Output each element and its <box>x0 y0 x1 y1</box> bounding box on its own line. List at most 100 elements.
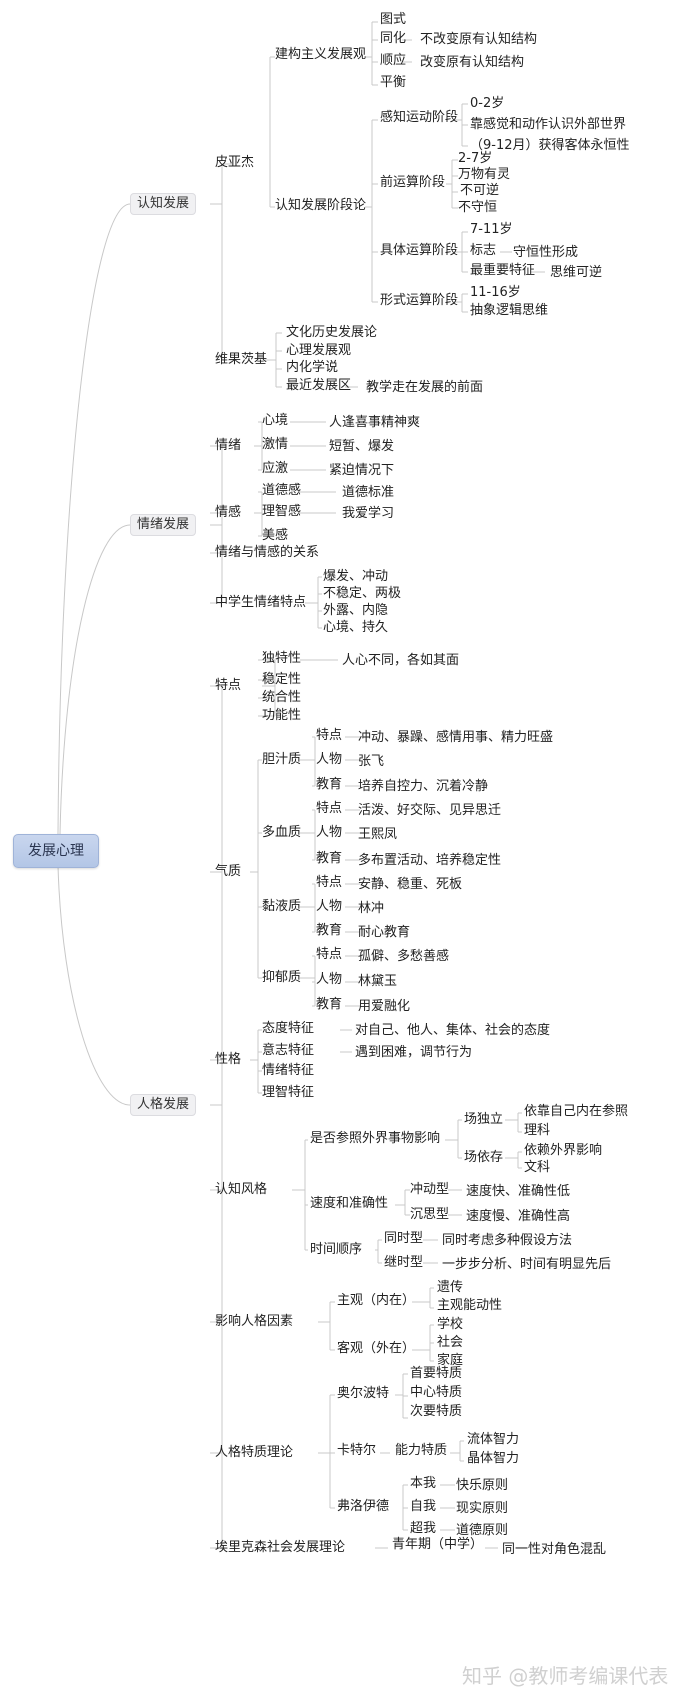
node-unstable[interactable]: 不稳定、两极 <box>323 586 402 601</box>
branch-emotional-development[interactable]: 情绪发展 <box>130 514 197 536</box>
node-melancholic[interactable]: 抑郁质 <box>262 970 302 985</box>
node-melancholic-trait-label[interactable]: 特点 <box>316 947 343 962</box>
node-melancholic-trait[interactable]: 孤僻、多愁善感 <box>358 949 450 964</box>
node-secondary-trait[interactable]: 次要特质 <box>410 1404 463 1419</box>
node-phlegmatic-edu-label[interactable]: 教育 <box>316 923 343 938</box>
node-fluid-intelligence[interactable]: 流体智力 <box>467 1432 520 1447</box>
node-stability[interactable]: 稳定性 <box>262 672 302 687</box>
node-accommodation-note[interactable]: 改变原有认知结构 <box>420 55 525 70</box>
node-mood-lasting[interactable]: 心境、持久 <box>323 620 389 635</box>
node-non-conservation[interactable]: 不守恒 <box>458 200 498 215</box>
node-zpd-note[interactable]: 教学走在发展的前面 <box>366 380 484 395</box>
node-choleric-figure-label[interactable]: 人物 <box>316 752 343 767</box>
node-reflective-note[interactable]: 速度慢、准确性高 <box>466 1209 571 1224</box>
node-choleric-trait-label[interactable]: 特点 <box>316 728 343 743</box>
node-sanguine-figure-label[interactable]: 人物 <box>316 825 343 840</box>
node-field-reference[interactable]: 是否参照外界事物影响 <box>310 1131 441 1146</box>
node-speed-accuracy[interactable]: 速度和准确性 <box>310 1196 389 1211</box>
node-piaget[interactable]: 皮亚杰 <box>215 155 255 170</box>
node-passion[interactable]: 激情 <box>262 437 289 452</box>
node-id[interactable]: 本我 <box>410 1476 437 1491</box>
node-phlegmatic-edu[interactable]: 耐心教育 <box>358 925 411 940</box>
node-melancholic-figure[interactable]: 林黛玉 <box>358 974 398 989</box>
node-ego[interactable]: 自我 <box>410 1499 437 1514</box>
node-successive[interactable]: 继时型 <box>384 1255 424 1270</box>
node-preoperational[interactable]: 前运算阶段 <box>380 175 446 190</box>
node-accommodation[interactable]: 顺应 <box>380 53 407 68</box>
node-successive-note[interactable]: 一步步分析、时间有明显先后 <box>442 1257 612 1272</box>
node-preop-age[interactable]: 2-7岁 <box>458 151 493 166</box>
node-irreversible[interactable]: 不可逆 <box>460 183 500 198</box>
node-moral-feeling[interactable]: 道德感 <box>262 483 302 498</box>
node-field-dependent[interactable]: 场依存 <box>464 1150 504 1165</box>
node-reversible-thinking[interactable]: 思维可逆 <box>550 265 603 280</box>
node-phlegmatic-trait[interactable]: 安静、稳重、死板 <box>358 877 463 892</box>
node-adolescence[interactable]: 青年期（中学） <box>392 1537 484 1552</box>
node-zpd[interactable]: 最近发展区 <box>286 378 352 393</box>
node-sensorimotor-senses[interactable]: 靠感觉和动作认识外部世界 <box>470 117 627 132</box>
node-cattell[interactable]: 卡特尔 <box>337 1443 377 1458</box>
node-subjective[interactable]: 主观（内在） <box>337 1293 416 1308</box>
node-functionality[interactable]: 功能性 <box>262 708 302 723</box>
node-impulsive[interactable]: 冲动型 <box>410 1182 450 1197</box>
node-integration[interactable]: 统合性 <box>262 690 302 705</box>
node-vygotsky[interactable]: 维果茨基 <box>215 352 268 367</box>
node-melancholic-figure-label[interactable]: 人物 <box>316 972 343 987</box>
node-allport[interactable]: 奥尔波特 <box>337 1386 390 1401</box>
node-identity-crisis[interactable]: 同一性对角色混乱 <box>502 1542 607 1557</box>
node-field-independent[interactable]: 场独立 <box>464 1112 504 1127</box>
node-ability-trait[interactable]: 能力特质 <box>395 1443 448 1458</box>
node-initiative[interactable]: 主观能动性 <box>437 1298 503 1313</box>
node-sanguine-trait[interactable]: 活泼、好交际、见异思迁 <box>358 803 502 818</box>
node-cardinal-trait[interactable]: 首要特质 <box>410 1366 463 1381</box>
node-internal-reference[interactable]: 依靠自己内在参照 <box>524 1104 629 1119</box>
node-explosive[interactable]: 爆发、冲动 <box>323 569 389 584</box>
node-concrete-age[interactable]: 7-11岁 <box>470 222 513 237</box>
node-freud[interactable]: 弗洛伊德 <box>337 1499 390 1514</box>
branch-cognitive-development[interactable]: 认知发展 <box>130 193 197 215</box>
node-middle-school-emotion[interactable]: 中学生情绪特点 <box>215 595 307 610</box>
node-simultaneous[interactable]: 同时型 <box>384 1231 424 1246</box>
node-choleric-edu-label[interactable]: 教育 <box>316 777 343 792</box>
node-passion-note[interactable]: 短暂、爆发 <box>329 439 395 454</box>
node-assimilation-note[interactable]: 不改变原有认知结构 <box>420 32 538 47</box>
node-conservation-formed[interactable]: 守恒性形成 <box>513 245 579 260</box>
node-phlegmatic-trait-label[interactable]: 特点 <box>316 875 343 890</box>
node-superego[interactable]: 超我 <box>410 1521 437 1536</box>
node-choleric[interactable]: 胆汁质 <box>262 752 302 767</box>
node-emotion-feeling-relation[interactable]: 情绪与情感的关系 <box>215 545 320 560</box>
branch-personality-development[interactable]: 人格发展 <box>130 1094 197 1116</box>
node-choleric-trait[interactable]: 冲动、暴躁、感情用事、精力旺盛 <box>358 730 554 745</box>
node-personality-factors[interactable]: 影响人格因素 <box>215 1314 294 1329</box>
node-concrete-key[interactable]: 最重要特征 <box>470 263 536 278</box>
node-mood-note[interactable]: 人逢喜事精神爽 <box>329 415 421 430</box>
node-aesthetic-feeling[interactable]: 美感 <box>262 528 289 543</box>
node-feeling[interactable]: 情感 <box>215 505 242 520</box>
node-school[interactable]: 学校 <box>437 1317 464 1332</box>
node-animism[interactable]: 万物有灵 <box>458 167 511 182</box>
node-formal-operational[interactable]: 形式运算阶段 <box>380 293 459 308</box>
node-sensorimotor-age[interactable]: 0-2岁 <box>470 96 505 111</box>
node-liberal-arts[interactable]: 文科 <box>524 1160 551 1175</box>
node-moral-note[interactable]: 道德标准 <box>342 485 395 500</box>
node-intellectual-feeling[interactable]: 理智感 <box>262 504 302 519</box>
node-mood[interactable]: 心境 <box>262 413 289 428</box>
node-abstract-thinking[interactable]: 抽象逻辑思维 <box>470 303 549 318</box>
root-node[interactable]: 发展心理 <box>13 834 99 868</box>
node-choleric-figure[interactable]: 张飞 <box>358 754 385 769</box>
node-concrete-sign[interactable]: 标志 <box>470 243 497 258</box>
node-emotion[interactable]: 情绪 <box>215 438 242 453</box>
node-cultural-history[interactable]: 文化历史发展论 <box>286 325 378 340</box>
node-attitude-trait[interactable]: 态度特征 <box>262 1021 315 1036</box>
node-choleric-edu[interactable]: 培养自控力、沉着冷静 <box>358 779 489 794</box>
node-phlegmatic[interactable]: 黏液质 <box>262 899 302 914</box>
node-objective[interactable]: 客观（外在） <box>337 1341 416 1356</box>
node-sanguine-edu-label[interactable]: 教育 <box>316 851 343 866</box>
node-trait-theory[interactable]: 人格特质理论 <box>215 1445 294 1460</box>
node-internalization[interactable]: 内化学说 <box>286 360 339 375</box>
node-central-trait[interactable]: 中心特质 <box>410 1385 463 1400</box>
node-family[interactable]: 家庭 <box>437 1353 464 1368</box>
node-pleasure-principle[interactable]: 快乐原则 <box>456 1478 509 1493</box>
node-stage-theory[interactable]: 认知发展阶段论 <box>275 198 367 213</box>
node-simultaneous-note[interactable]: 同时考虑多种假设方法 <box>442 1233 573 1248</box>
